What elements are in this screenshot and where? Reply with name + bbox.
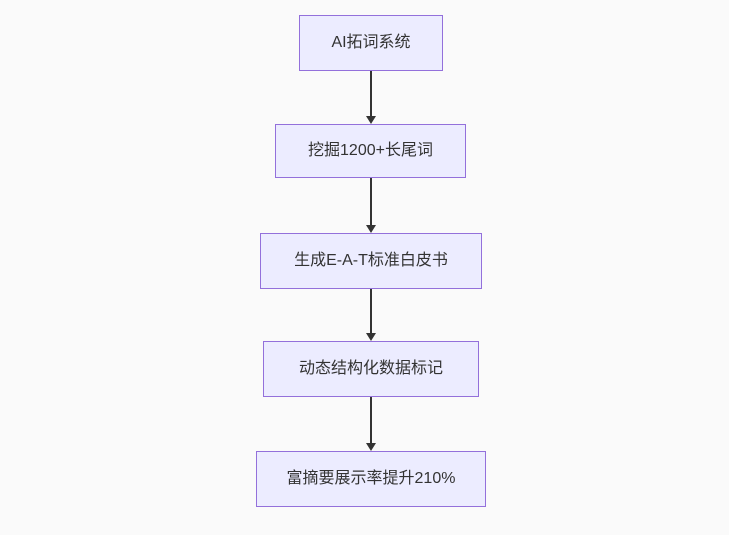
flow-arrow-2 [366,178,376,233]
arrowhead-down-icon [366,116,376,124]
flow-node-label: 富摘要展示率提升210% [286,470,456,488]
flow-node-label: AI拓词系统 [331,34,411,52]
flow-node-structured-data-markup: 动态结构化数据标记 [263,341,479,397]
flow-node-label: 挖掘1200+长尾词 [308,142,433,160]
flow-node-ai-word-expansion: AI拓词系统 [299,15,443,71]
arrowhead-down-icon [366,225,376,233]
flow-node-label: 动态结构化数据标记 [298,360,443,378]
flow-arrow-1 [366,71,376,124]
arrowhead-down-icon [366,333,376,341]
flow-node-eat-whitepaper: 生成E-A-T标准白皮书 [260,233,482,289]
flow-arrow-4 [366,397,376,451]
flow-node-label: 生成E-A-T标准白皮书 [294,252,448,270]
flow-arrow-3 [366,289,376,341]
flow-node-longtail-mining: 挖掘1200+长尾词 [275,124,466,178]
arrowhead-down-icon [366,443,376,451]
flow-node-rich-snippet-result: 富摘要展示率提升210% [256,451,486,507]
